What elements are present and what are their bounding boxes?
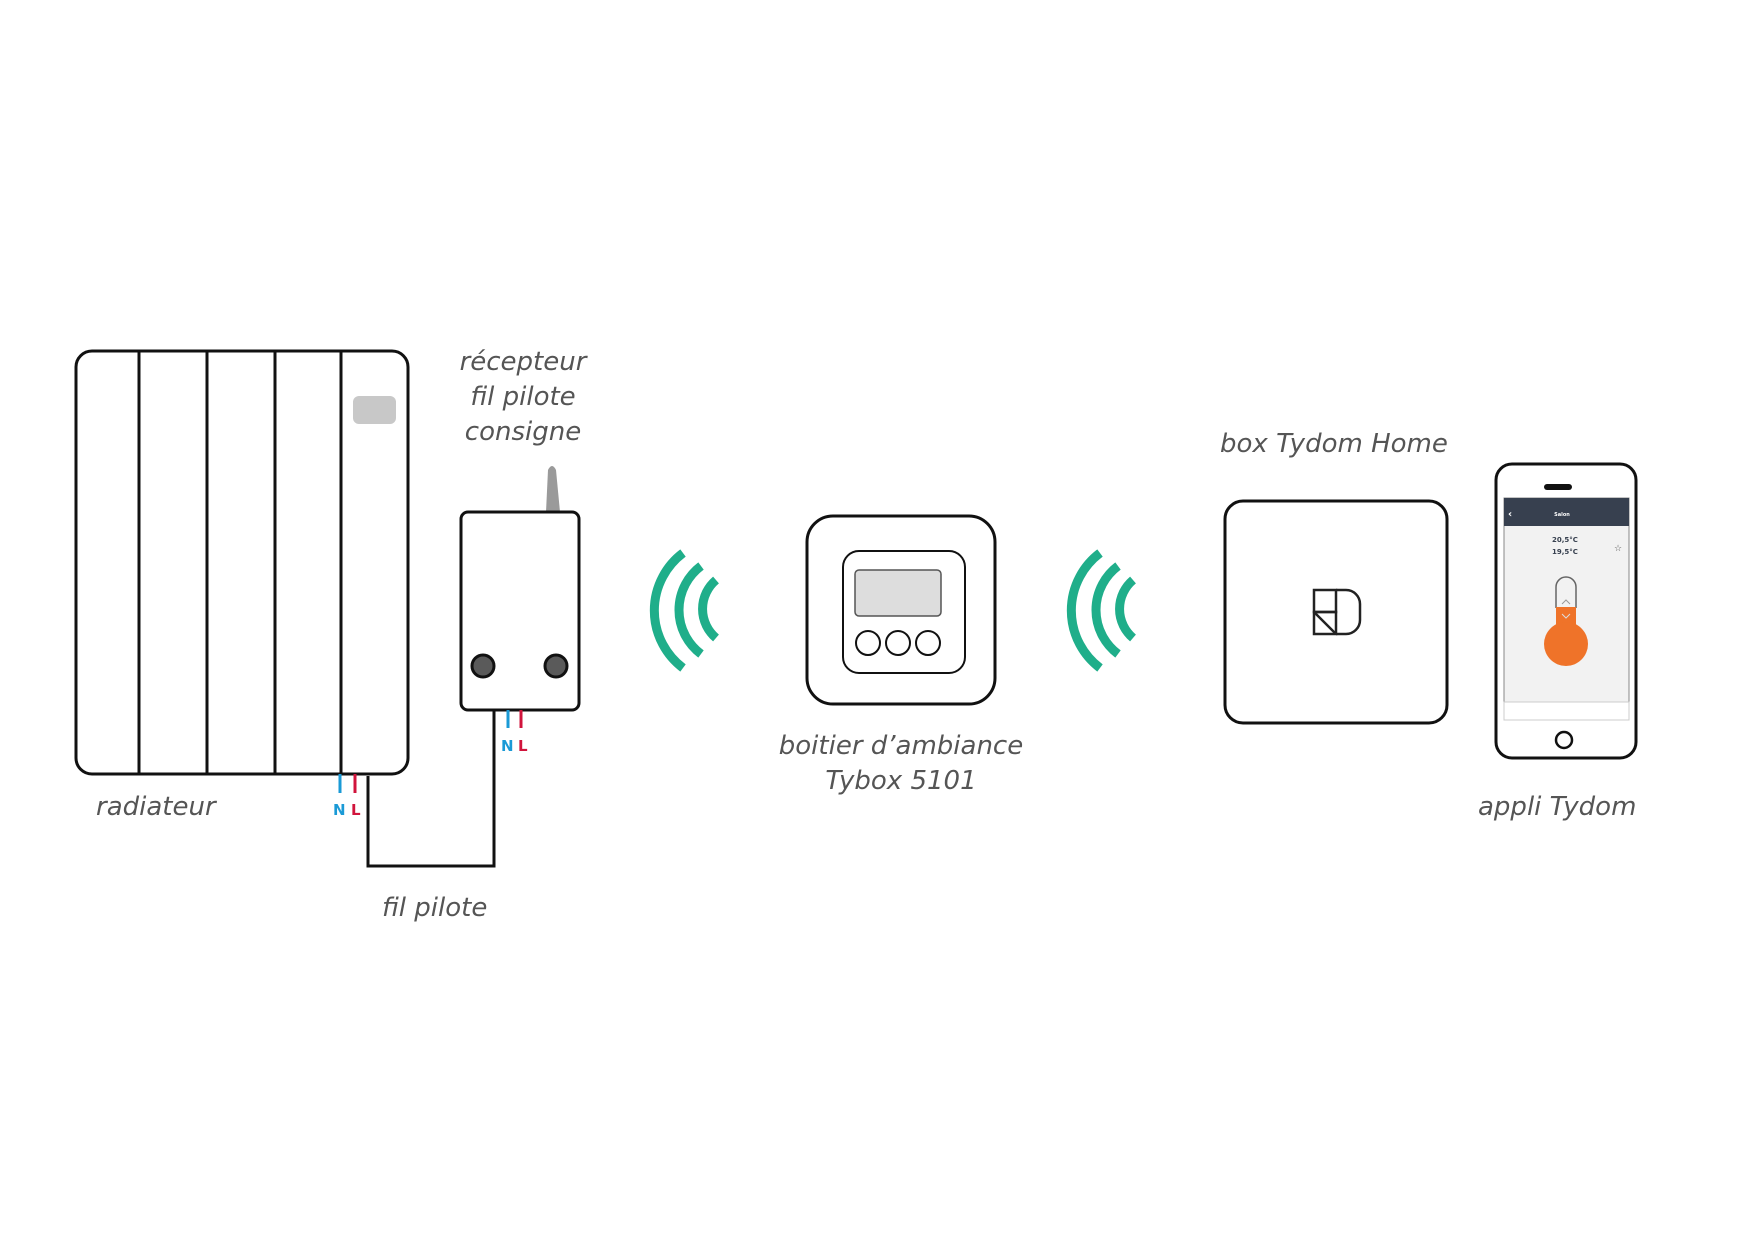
- app-back-button[interactable]: ‹: [1508, 509, 1512, 520]
- receiver-label-line: fil pilote: [470, 382, 576, 412]
- thermometer-bulb: [1544, 622, 1588, 666]
- thermometer-decrease-chevron[interactable]: [1561, 613, 1571, 619]
- receiver-antenna: [546, 466, 560, 512]
- phone-speaker: [1544, 484, 1572, 490]
- wireless-arc-middle: [674, 562, 704, 658]
- app-room-title: Salon: [1554, 512, 1570, 518]
- receiver-body: [459, 510, 581, 712]
- wireless-signal-icon: [1066, 549, 1137, 672]
- receiver-label: récepteur fil pilote consigne: [440, 345, 606, 450]
- favorite-star-icon[interactable]: ☆: [1614, 544, 1622, 554]
- radiator-live-letter: L: [351, 801, 361, 819]
- radiator: [74, 349, 410, 776]
- app-label: appli Tydom: [1478, 792, 1637, 822]
- wireless-arc-outer: [649, 549, 686, 672]
- receiver-label-line: récepteur: [459, 347, 587, 377]
- thermostat-button-middle: [885, 630, 911, 656]
- thermostat-label-line: boitier d’ambiance: [778, 731, 1024, 761]
- wireless-signal-icon: [649, 549, 720, 672]
- tydom-logo-icon: [1312, 588, 1362, 636]
- thermometer-increase-chevron[interactable]: [1561, 599, 1571, 605]
- wireless-arc-outer: [1066, 549, 1103, 672]
- app-header-bar: [1504, 498, 1629, 526]
- pilot-wire-receiver: N L: [459, 466, 581, 755]
- receiver-live-letter: L: [518, 737, 528, 755]
- radiator-terminals: N L: [333, 774, 361, 819]
- receiver-label-line: consigne: [464, 417, 582, 447]
- smartphone: ‹ Salon 20,5°C 19,5°C ☆: [1494, 462, 1638, 760]
- thermometer-gauge[interactable]: [1544, 576, 1588, 666]
- box-label: box Tydom Home: [1220, 429, 1448, 459]
- thermostat-display: [854, 569, 942, 617]
- app-setpoint-temperature: 19,5°C: [1552, 548, 1578, 556]
- thermometer-fill: [1556, 607, 1576, 627]
- thermometer-tube-outline: [1555, 576, 1577, 608]
- receiver-terminal-left: [470, 653, 496, 679]
- tybox-thermostat: [805, 514, 997, 706]
- app-current-temperature: 20,5°C: [1552, 536, 1578, 544]
- pilot-wire: [366, 710, 496, 868]
- thermostat-button-left: [855, 630, 881, 656]
- phone-home-button: [1554, 730, 1574, 750]
- wireless-arc-inner: [1115, 576, 1137, 642]
- wireless-arc-middle: [1091, 562, 1121, 658]
- radiator-body: [74, 349, 410, 776]
- receiver-neutral-letter: N: [501, 737, 514, 755]
- thermostat-label-line: Tybox 5101: [825, 766, 977, 796]
- thermostat-button-right: [915, 630, 941, 656]
- radiator-control-panel: [353, 396, 396, 424]
- radiator-label: radiateur: [96, 792, 216, 822]
- app-bottom-bar: [1503, 701, 1630, 721]
- tydom-home-box: [1223, 499, 1449, 725]
- wireless-arc-inner: [698, 576, 720, 642]
- radiator-neutral-letter: N: [333, 801, 346, 819]
- pilot-wire-label: fil pilote: [382, 893, 488, 923]
- thermostat-label: boitier d’ambiance Tybox 5101: [745, 729, 1057, 799]
- receiver-terminal-right: [543, 653, 569, 679]
